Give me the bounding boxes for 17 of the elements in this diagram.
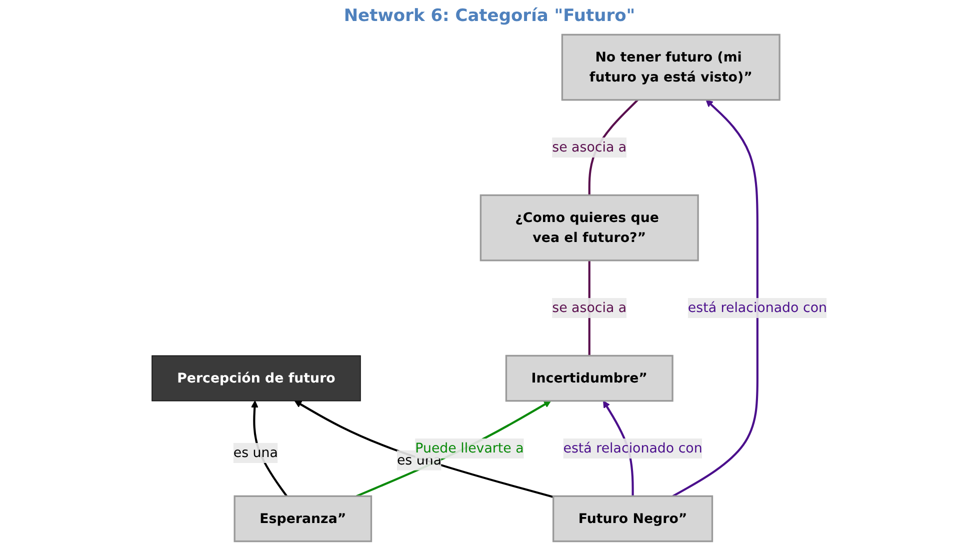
arrow: [356, 400, 552, 498]
diagram-title: Network 6: Categoría "Futuro": [342, 6, 636, 26]
node-box: Futuro Negro”: [552, 495, 714, 542]
node-box: Esperanza”: [234, 495, 372, 542]
edge-label: es una: [396, 452, 442, 468]
edge-label: está relacionado con: [688, 300, 827, 316]
node-box: No tener futuro (mi futuro ya está visto)”: [561, 34, 780, 101]
node-box: Percepción de futuro: [152, 355, 361, 402]
edge-label: se asocia a: [552, 139, 627, 156]
edge-label: está relacionado con: [563, 440, 702, 456]
arrow: [294, 400, 554, 498]
edge-label: Puede llevarte a: [415, 440, 524, 456]
edge-label: es una: [233, 444, 278, 460]
node-box: Incertidumbre”: [505, 354, 674, 402]
node-box: ¿Como quieres que vea el futuro?”: [480, 194, 699, 262]
arrow: [672, 100, 758, 498]
edge-label: se asocia a: [552, 300, 627, 316]
